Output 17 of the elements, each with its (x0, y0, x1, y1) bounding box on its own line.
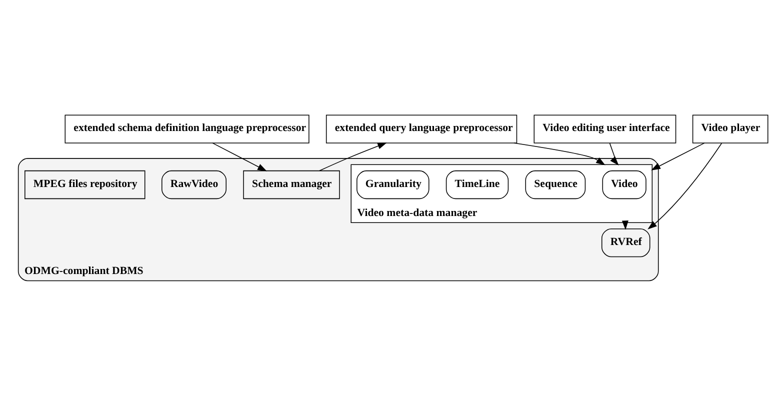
arrow (514, 142, 606, 166)
node-box: extended query language preprocessor (326, 114, 518, 144)
node-box: RawVideo (162, 170, 227, 200)
node-box: extended schema definition language preprocessor (64, 114, 310, 144)
node-box: Video (602, 170, 646, 200)
node-box: RVRef (601, 228, 650, 258)
arrow (212, 142, 267, 172)
arrow (651, 142, 705, 170)
arrow (609, 142, 619, 166)
node-box: Sequence (525, 170, 586, 200)
arrow (648, 142, 722, 230)
node-box: Video player (692, 114, 768, 144)
node-box: Schema manager (243, 170, 340, 200)
node-box: MPEG files repository (24, 170, 146, 200)
node-box: TimeLine (446, 170, 509, 200)
node-box: Video editing user interface (534, 114, 676, 144)
node-box: Granularity (356, 170, 430, 200)
